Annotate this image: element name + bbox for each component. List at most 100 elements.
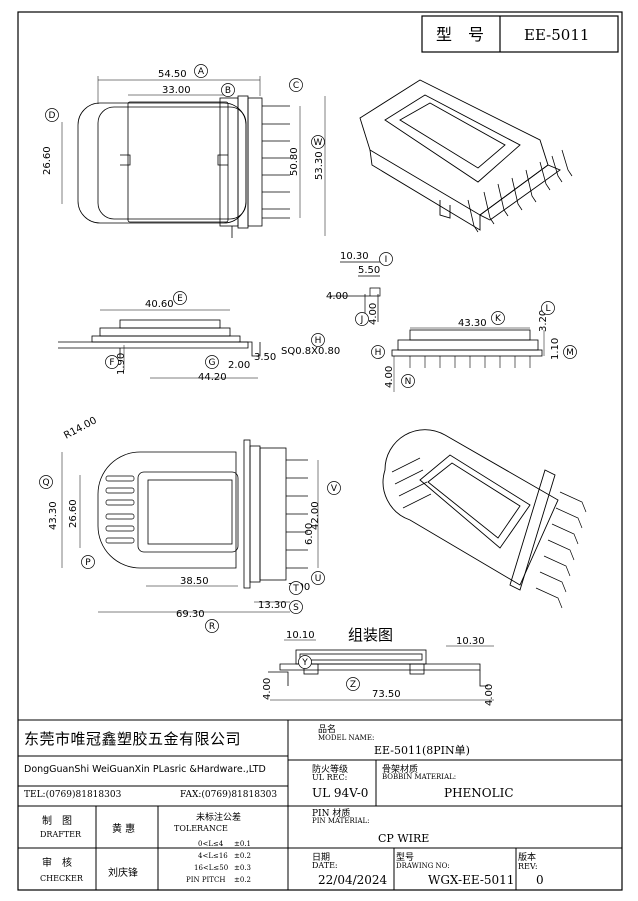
bubble-s [289, 600, 303, 614]
rev-value: 0 [536, 873, 544, 887]
dim-j: 4.00 [368, 303, 379, 325]
bubble-q [39, 475, 53, 489]
pin-label-cn: PIN 材质 [312, 809, 351, 819]
dim-v: 42.00 [310, 501, 321, 530]
bubble-v [327, 481, 341, 495]
bubble-w [311, 135, 325, 149]
bubble-label: K [495, 314, 502, 324]
dim-d3: 26.60 [68, 499, 79, 528]
bubble-label: D [49, 111, 56, 121]
bubble-label: P [85, 558, 91, 568]
bubble-k [491, 311, 505, 325]
dim-y4: 4.00 [484, 684, 495, 706]
bubble-label: S [293, 603, 299, 613]
dim-y2: 10.30 [456, 636, 485, 647]
bubble-j [355, 312, 369, 326]
dim-w: 50.80 [289, 147, 300, 176]
dim-g2: 44.20 [198, 372, 227, 383]
tolerance-row: 0<L≤4 [198, 840, 224, 848]
dim-e: 40.60 [145, 299, 174, 310]
dim-a: 54.50 [158, 69, 187, 80]
bubble-label: L [545, 304, 550, 314]
dim-z: 73.50 [372, 689, 401, 700]
assembly-view [268, 649, 488, 687]
bubble-label: U [315, 574, 322, 584]
pin-side-view [330, 261, 381, 322]
bubble-label: B [225, 86, 231, 96]
model-label-cn: 品名 [318, 725, 337, 735]
fire-label-en: UL REC: [312, 773, 348, 782]
model-type-label: 型 号 [436, 25, 484, 44]
dim-y3: 4.00 [262, 678, 273, 700]
bubble-label: Q [42, 478, 49, 488]
bubble-label: R [209, 622, 215, 632]
dim-h-text: SQ0.8X0.80 [281, 346, 340, 357]
front-view [58, 319, 261, 358]
fire-value: UL 94V-0 [312, 786, 369, 800]
bubble-label: J [360, 315, 364, 325]
bottom-view [97, 439, 308, 589]
bubble-h [371, 345, 385, 359]
bubble-a [194, 64, 208, 78]
bubble-label: M [566, 348, 574, 358]
bubble-label: C [293, 81, 299, 91]
dim-i2: 5.50 [358, 265, 380, 276]
isometric-view-1 [359, 79, 573, 233]
top-view-dimensions [61, 76, 326, 236]
bubble-label: A [198, 67, 205, 77]
bubble-t [289, 581, 303, 595]
bubble-label: I [385, 255, 388, 265]
bubble-label: T [292, 584, 299, 594]
checker-name: 刘庆锋 [108, 868, 138, 879]
tolerance-row-value: ±0.2 [234, 852, 251, 860]
tolerance-row: 4<L≤16 [198, 852, 228, 860]
assembly-title: 组装图 [348, 626, 393, 644]
tolerance-row: PIN PITCH [186, 876, 226, 884]
bubble-r [205, 619, 219, 633]
bubble-u [311, 571, 325, 585]
bobbin-label-en: BOBBIN MATERIAL: [382, 773, 457, 781]
dim-u: 6.00 [304, 523, 315, 545]
drawing-frame [17, 11, 623, 891]
bubble-h [311, 333, 325, 347]
bubble-label: H [315, 336, 322, 346]
tolerance-row-value: ±0.1 [234, 840, 251, 848]
bubble-label: V [331, 484, 338, 494]
model-value: EE-5011(8PIN单) [374, 744, 470, 757]
model-header-value: EE-5011 [524, 26, 589, 44]
bubble-y [298, 655, 312, 669]
dim-d2: 43.30 [48, 501, 59, 530]
bubble-label: G [209, 358, 216, 368]
top-view [77, 95, 290, 238]
tolerance-label-cn: 未标注公差 [196, 813, 242, 823]
drawing-label-cn: 型号 [396, 853, 415, 863]
bubble-f [105, 355, 119, 369]
bobbin-value: PHENOLIC [444, 786, 514, 800]
checker-label-en: CHECKER [40, 874, 83, 883]
tolerance-row-value: ±0.3 [234, 864, 251, 872]
dim-b: 33.00 [162, 85, 191, 96]
rev-label-en: REV: [518, 862, 538, 871]
pin-label-en: PIN MATERIAL: [312, 817, 370, 825]
bubble-m [563, 345, 577, 359]
drafter-name: 黄 惠 [112, 824, 136, 835]
drafter-label-cn: 制 图 [42, 816, 72, 827]
rev-label-cn: 版本 [518, 853, 537, 863]
tolerance-row: 16<L≤50 [194, 864, 229, 872]
dim-h: 3.50 [254, 352, 276, 363]
bubble-e [173, 291, 187, 305]
isometric-view-2 [382, 429, 587, 609]
drawing-label-en: DRAWING NO: [396, 862, 450, 870]
bubble-label: H [375, 348, 382, 358]
fire-label-cn: 防火等级 [312, 765, 349, 775]
model-header-box [421, 15, 619, 53]
bubble-label: E [177, 294, 183, 304]
dim-m: 1.10 [550, 338, 561, 360]
bubble-n [401, 374, 415, 388]
company-tel: TEL:(0769)81818303 [24, 790, 122, 800]
dim-d: 26.60 [42, 146, 53, 175]
bubble-l [541, 301, 555, 315]
date-label-en: DATE: [312, 861, 338, 870]
